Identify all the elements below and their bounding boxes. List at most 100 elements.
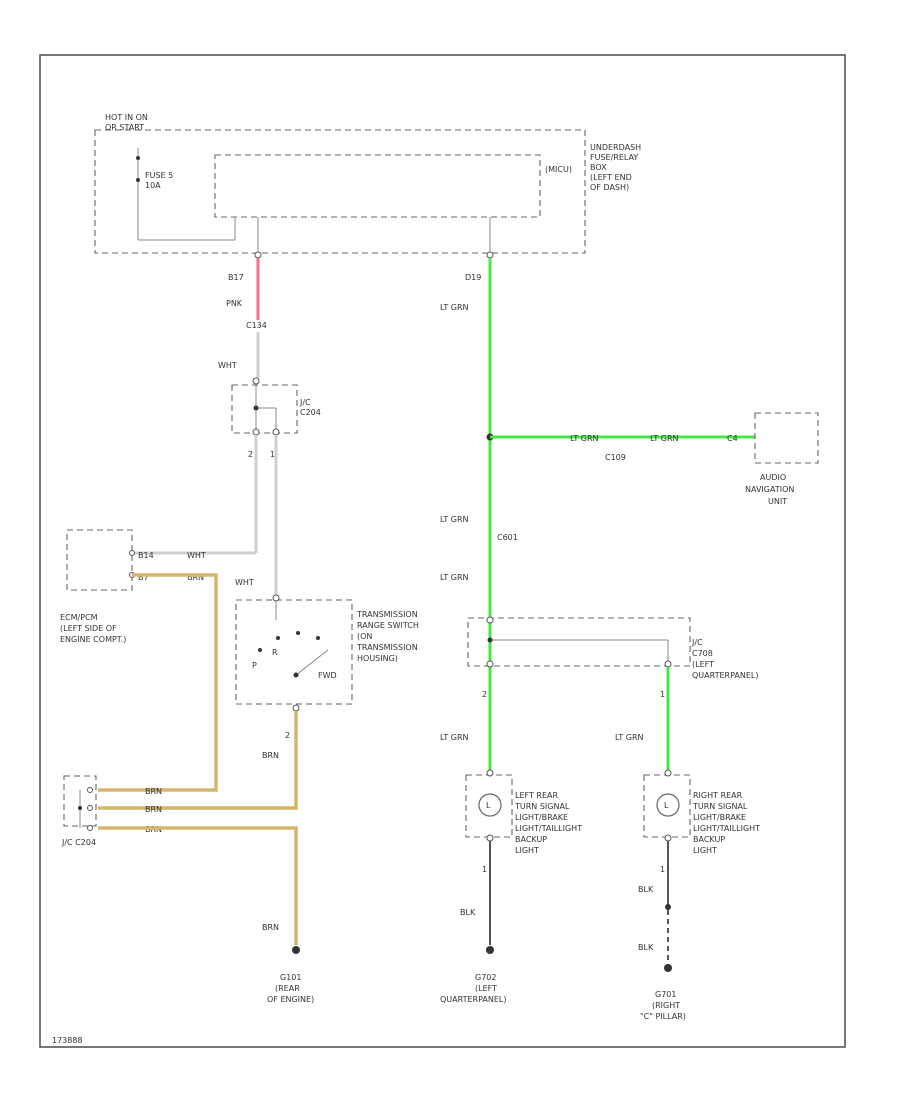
brn-label-6: BRN [262,923,279,932]
left-lamp-label-4: LIGHT/TAILLIGHT [515,824,582,833]
jc-lower-splice [78,806,82,810]
blk-label-3: BLK [638,943,654,952]
brn-label-1: BRN [187,573,204,582]
d19-pin [486,251,494,259]
c134-label: C134 [246,321,267,330]
jc-c204-lower-box [63,775,97,827]
diagram-border [39,54,846,1048]
wht-label-1: WHT [218,361,237,370]
g701-label-2: (RIGHT [652,1001,680,1010]
brn-wire-ground [98,826,298,945]
figure-number: 173888 [52,1036,83,1045]
range-switch-contact [295,649,329,676]
right-lamp-label-4: LIGHT/TAILLIGHT [693,824,760,833]
left-lamp-filament: L [486,801,491,810]
range-switch-pivot [293,672,299,678]
c109-label: C109 [605,453,626,462]
jc-c204-bottom-label: J/C C204 [61,838,96,847]
pnk-label: PNK [226,299,243,308]
g702-ground [486,946,494,954]
pin-1e-label: 1 [660,865,665,874]
fuse-box-label-4: (LEFT END [590,173,632,182]
fuse-box-label-5: OF DASH) [590,183,629,192]
fuse-label: FUSE 5 [145,171,173,180]
jc-c708-label-3: (LEFT [692,660,714,669]
range-pos-p [258,648,262,652]
jc-c708-pin-2 [486,660,494,668]
brn-wire-range-switch [98,711,298,810]
lt-grn-label-2: LT GRN [440,515,469,524]
jc-c708-label-2: C708 [692,649,713,658]
left-lamp-label-2: TURN SIGNAL [514,802,570,811]
g702-label-2: (LEFT [475,984,497,993]
audio-label-3: UNIT [768,497,787,506]
left-lamp-label-1: LEFT REAR [515,791,558,800]
trans-label-4: TRANSMISSION [356,643,418,652]
g702-label-1: G702 [475,973,496,982]
hot-in-on-label: HOT IN ON [105,113,148,122]
c601-label: C601 [497,533,518,542]
ecm-b14-pin [129,550,135,556]
audio-label-1: AUDIO [760,473,786,482]
jc-c708-label-4: QUARTERPANEL) [692,671,759,680]
jc-c708-top-pin [486,616,494,624]
ecm-label-3: ENGINE COMPT.) [60,635,126,644]
right-lamp-label-5: BACKUP [693,835,725,844]
g701-ground [664,964,672,972]
trans-label-1: TRANSMISSION [356,610,418,619]
b7-label: B7 [138,573,149,582]
jc-c204-label-1: J/C [299,398,311,407]
right-lamp-label-2: TURN SIGNAL [692,802,748,811]
trans-label-3: (ON [357,632,372,641]
jc-c204-label-2: C204 [300,408,321,417]
lt-grn-label-1: LT GRN [440,303,469,312]
g701-label-3: "C" PILLAR) [640,1012,686,1021]
range-switch-pin-bottom [292,704,300,712]
jc-c708-box [467,617,691,667]
range-pos-r [276,636,280,640]
fuse-rating-label: 10A [145,181,161,190]
right-lamp-label-1: RIGHT REAR [693,791,743,800]
b17-pin [254,251,262,259]
brn-label-3: BRN [145,787,162,796]
right-lamp-bulb-icon [656,793,680,817]
fuse-terminal-bottom [136,178,140,182]
left-lamp-bulb-icon [478,793,502,817]
trans-label-2: RANGE SWITCH [357,621,419,630]
jc-lower-pin-2 [87,805,93,811]
brn-label-4: BRN [145,805,162,814]
right-lamp-filament: L [664,801,669,810]
brn-wire-ecm [98,573,218,792]
fuse-box-label-1: UNDERDASH [590,143,641,152]
left-lamp-label-3: LIGHT/BRAKE [515,813,568,822]
pin-2c-label: 2 [482,690,487,699]
blk-connector-right [665,904,671,910]
lt-grn-label-5: LT GRN [615,733,644,742]
range-switch-pin-top [272,594,280,602]
jc-pin-2 [252,428,260,436]
c4-label: C4 [727,434,738,443]
jc-c204-top-pin [252,377,260,385]
right-lamp-top-pin [664,769,672,777]
pin-1a-label: 1 [270,450,275,459]
jc-lower-pin-1 [87,787,93,793]
pin-2a-label: 2 [248,450,253,459]
pin-1d-label: 1 [482,865,487,874]
pin-2b-label: 2 [285,731,290,740]
b14-label: B14 [138,551,154,560]
or-start-label: OR START [105,123,144,132]
g101-label-3: OF ENGINE) [267,995,314,1004]
fuse-relay-box [94,129,586,254]
ecm-label-2: (LEFT SIDE OF [60,624,117,633]
jc-c204-box [231,384,298,434]
jc-c708-label-1: J/C [691,638,703,647]
jc-c708-pin-1 [664,660,672,668]
g701-label-1: G701 [655,990,676,999]
jc-pin-1 [272,428,280,436]
g101-label-1: G101 [280,973,301,982]
b17-label: B17 [228,273,244,282]
range-pos-d [316,636,320,640]
park-r-label: R [272,648,278,657]
